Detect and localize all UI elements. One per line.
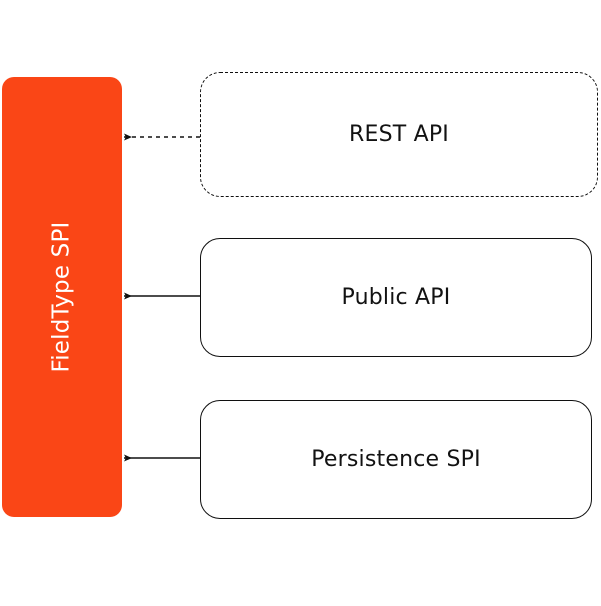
fieldtype-spi-block[interactable]: FieldType SPI: [2, 77, 122, 517]
node-rest-api[interactable]: REST API: [200, 72, 598, 197]
node-persistence-spi-label: Persistence SPI: [311, 447, 481, 472]
node-persistence-spi[interactable]: Persistence SPI: [200, 400, 592, 519]
node-rest-api-label: REST API: [349, 122, 449, 147]
fieldtype-spi-label: FieldType SPI: [49, 221, 76, 373]
node-public-api[interactable]: Public API: [200, 238, 592, 357]
node-public-api-label: Public API: [341, 285, 451, 310]
